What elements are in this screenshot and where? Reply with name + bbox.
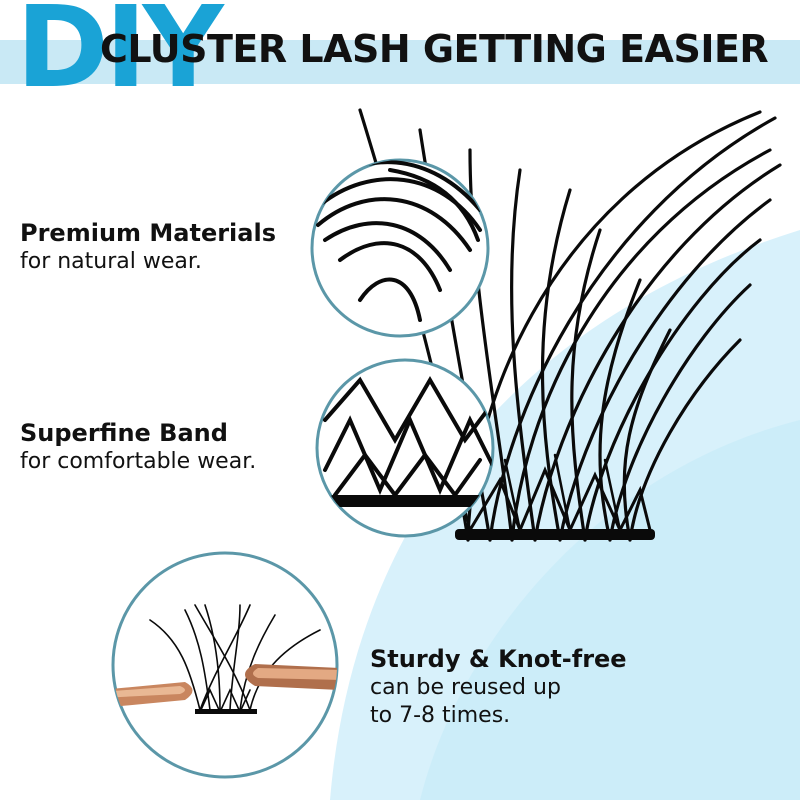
backdrop-wave-light	[420, 420, 800, 800]
zoom-circle-lash-band	[315, 358, 495, 538]
feature-title: Sturdy & Knot-free	[370, 645, 627, 673]
feature-description-line1: can be reused up	[370, 675, 561, 700]
feature-description-line2: to 7-8 times.	[370, 703, 511, 728]
feature-superfine-band: Superfine Band for comfortable wear.	[20, 418, 256, 476]
lash-cluster-image	[358, 108, 782, 542]
feature-title: Premium Materials	[20, 219, 276, 247]
feature-description: for comfortable wear.	[20, 449, 257, 474]
feature-title: Superfine Band	[20, 419, 228, 447]
brand-word: DIY	[16, 0, 224, 113]
zoom-circle-lash-tips	[310, 158, 490, 338]
feature-sturdy-knot-free: Sturdy & Knot-free can be reused up to 7…	[370, 644, 627, 730]
zoom-circle-tweezers	[111, 551, 339, 779]
feature-description: for natural wear.	[20, 249, 202, 274]
feature-premium-materials: Premium Materials for natural wear.	[20, 218, 276, 276]
header-band	[0, 40, 800, 84]
headline: CLUSTER LASH GETTING EASIER	[100, 27, 769, 71]
